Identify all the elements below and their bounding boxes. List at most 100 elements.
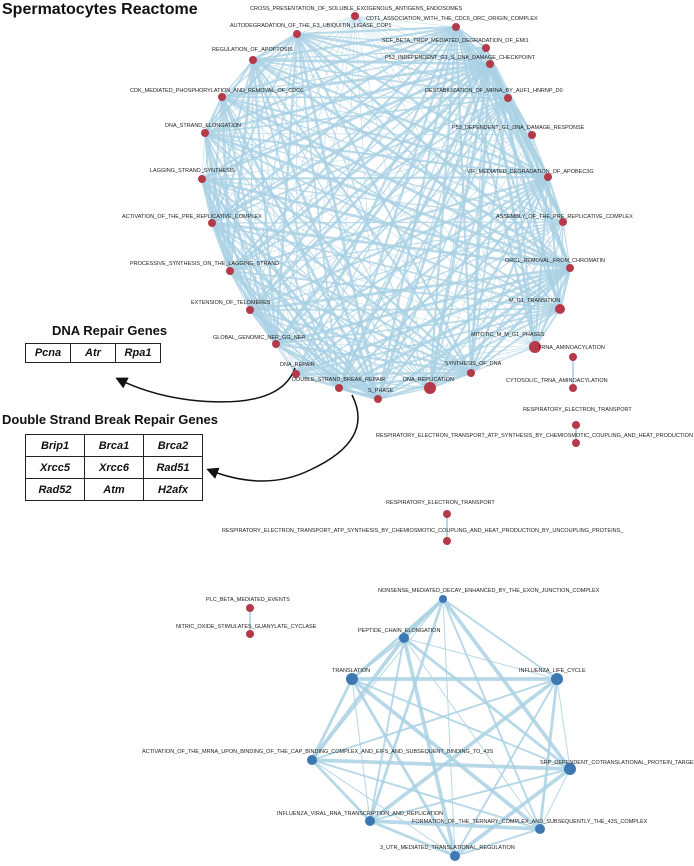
network-edge bbox=[221, 59, 254, 98]
node-label: VIF_MEDIATED_DEGRADATION_OF_APOBEC3G bbox=[467, 169, 594, 175]
network-edge bbox=[252, 58, 571, 270]
network-edge bbox=[229, 47, 487, 272]
network-edge bbox=[296, 32, 491, 66]
node-label: DNA_REPLICATION bbox=[403, 377, 454, 383]
gene-cell: Rad51 bbox=[143, 456, 203, 479]
network-edge bbox=[338, 221, 564, 389]
network-edge bbox=[311, 759, 456, 857]
network-edge bbox=[204, 132, 431, 389]
network-edge bbox=[221, 96, 297, 375]
node-label: FORMATION_OF_THE_TERNARY_COMPLEX_AND_SUB… bbox=[412, 819, 648, 825]
node-label: DNA_REPAIR bbox=[280, 362, 315, 368]
node-label: PLC_BETA_MEDIATED_EVENTS bbox=[206, 597, 290, 603]
network-node bbox=[569, 353, 577, 361]
network-edge bbox=[251, 59, 380, 400]
node-label: EXTENSION_OF_TELOMERES bbox=[191, 300, 271, 306]
network-edge bbox=[507, 97, 564, 223]
annotation-arrows bbox=[115, 367, 359, 482]
network-edge bbox=[296, 33, 509, 99]
network-node bbox=[208, 219, 216, 227]
node-label: NONSENSE_MEDIATED_DECAY_ENHANCED_BY_THE_… bbox=[378, 588, 600, 594]
network-edge bbox=[310, 678, 354, 761]
network-edge bbox=[296, 33, 561, 310]
node-label: SRP_DEPENDENT_COTRANSLATIONAL_PROTEIN_TA… bbox=[540, 760, 694, 766]
network-edge bbox=[442, 598, 456, 857]
network-node bbox=[569, 384, 577, 392]
network-edge bbox=[252, 59, 297, 375]
network-edge bbox=[539, 768, 571, 830]
network-edge bbox=[204, 131, 549, 179]
network-edge bbox=[252, 59, 431, 389]
network-edge bbox=[403, 637, 541, 830]
node-label: ORC1_REMOVAL_FROM_CHROMATIN bbox=[505, 258, 605, 264]
network-edge bbox=[201, 178, 213, 224]
node-label: GLOBAL_GENOMIC_NER_GG_NER bbox=[213, 335, 305, 341]
network-node bbox=[572, 421, 580, 429]
network-edge bbox=[295, 33, 473, 374]
gene-cell: H2afx bbox=[143, 478, 203, 501]
network-node bbox=[564, 763, 576, 775]
network-edge bbox=[442, 598, 558, 680]
network-edge bbox=[338, 176, 549, 389]
network-edge bbox=[201, 178, 431, 389]
node-label: SCF_BETA_TRCP_MEDIATED_DEGRADATION_OF_EM… bbox=[382, 38, 529, 44]
network-edge bbox=[252, 59, 536, 348]
network-edge bbox=[369, 819, 456, 858]
network-edge bbox=[228, 59, 255, 272]
node-label: RESPIRATORY_ELECTRON_TRANSPORT bbox=[523, 407, 632, 413]
network-nodes bbox=[198, 12, 580, 861]
network-edge bbox=[221, 96, 340, 389]
dna-repair-genes-table: Pcna Atr Rpa1 bbox=[25, 343, 161, 363]
network-edge bbox=[204, 59, 254, 134]
node-label: DESTABILIZATION_OF_MRNA_BY_AUF1_HNRNP_D0 bbox=[425, 88, 563, 94]
arrow-to-dsb-repair-table bbox=[206, 394, 359, 482]
network-edge bbox=[221, 33, 298, 98]
node-label: INFLUENZA_VIRAL_RNA_TRANSCRIPTION_AND_RE… bbox=[277, 811, 443, 817]
network-edge bbox=[201, 33, 298, 180]
network-node bbox=[218, 93, 226, 101]
network-edge bbox=[204, 132, 213, 224]
gene-cell: Pcna bbox=[25, 343, 71, 363]
network-edge bbox=[534, 308, 561, 348]
node-label: ACTIVATION_OF_THE_PRE_REPLICATIVE_COMPLE… bbox=[122, 214, 262, 220]
network-edge bbox=[229, 270, 251, 311]
network-node bbox=[424, 382, 436, 394]
node-label: TRNA_AMINOACYLATION bbox=[538, 345, 605, 351]
network-node bbox=[443, 537, 451, 545]
network-node bbox=[504, 94, 512, 102]
network-node bbox=[450, 851, 460, 861]
network-node bbox=[374, 395, 382, 403]
network-edge bbox=[221, 96, 431, 389]
network-edge bbox=[296, 33, 340, 389]
network-edge bbox=[274, 33, 299, 345]
network-edge bbox=[354, 15, 457, 28]
network-edge bbox=[204, 33, 298, 134]
network-edge bbox=[403, 637, 558, 680]
network-edge bbox=[310, 759, 372, 822]
network-edge bbox=[211, 222, 561, 310]
network-edges bbox=[200, 15, 577, 858]
dsb-repair-genes-heading: Double Strand Break Repair Genes bbox=[2, 412, 219, 427]
network-edge bbox=[351, 678, 571, 770]
network-edge bbox=[369, 637, 405, 822]
network-edge bbox=[311, 678, 558, 761]
network-edge bbox=[204, 132, 340, 389]
network-edge bbox=[311, 758, 571, 771]
node-label: CYTOSOLIC_TRNA_AMINOACYLATION bbox=[506, 378, 608, 384]
network-edge bbox=[200, 178, 232, 272]
arrow-to-dna-repair-table bbox=[115, 367, 296, 403]
network-edge bbox=[377, 308, 561, 400]
network-edge bbox=[546, 176, 565, 223]
network-node bbox=[467, 369, 475, 377]
network-edge bbox=[221, 95, 549, 179]
network-edge bbox=[201, 175, 549, 181]
network-node bbox=[529, 341, 541, 353]
node-label: MITOTIC_M_M_G1_PHASES bbox=[471, 332, 545, 338]
network-edge bbox=[211, 33, 298, 224]
network-node bbox=[551, 673, 563, 685]
table-row: Rad52 Atm H2afx bbox=[25, 478, 203, 501]
network-edge bbox=[252, 32, 298, 62]
network-node bbox=[482, 44, 490, 52]
network-node bbox=[365, 816, 375, 826]
network-edge bbox=[296, 33, 533, 136]
